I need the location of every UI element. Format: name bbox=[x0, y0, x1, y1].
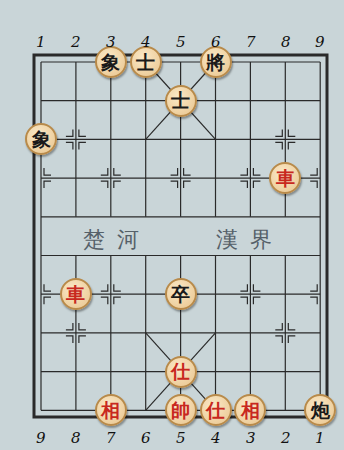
file-number: 3 bbox=[106, 33, 116, 51]
position-mark bbox=[44, 297, 51, 304]
position-mark bbox=[66, 142, 73, 149]
position-mark bbox=[114, 297, 121, 304]
file-number: 7 bbox=[106, 429, 116, 447]
file-number: 2 bbox=[281, 429, 291, 447]
position-mark bbox=[275, 142, 282, 149]
position-mark bbox=[171, 168, 178, 175]
position-mark bbox=[79, 323, 86, 330]
chess-piece: 相 bbox=[234, 394, 266, 426]
position-mark bbox=[275, 129, 282, 136]
river-text: 楚河 bbox=[83, 225, 151, 255]
file-number: 6 bbox=[211, 33, 221, 51]
piece-name: 士 bbox=[136, 53, 155, 72]
grid-line bbox=[110, 62, 111, 217]
position-mark bbox=[66, 336, 73, 343]
file-number: 4 bbox=[211, 429, 221, 447]
chess-piece: 象 bbox=[25, 123, 57, 155]
position-mark bbox=[253, 284, 260, 291]
piece-name: 相 bbox=[101, 401, 120, 420]
position-mark bbox=[288, 129, 295, 136]
file-number: 7 bbox=[246, 33, 256, 51]
position-mark bbox=[114, 284, 121, 291]
river-text: 漢界 bbox=[216, 225, 284, 255]
piece-name: 士 bbox=[171, 91, 190, 110]
position-mark bbox=[66, 129, 73, 136]
chess-piece: 車 bbox=[60, 278, 92, 310]
file-number: 1 bbox=[36, 33, 46, 51]
chess-piece: 仕 bbox=[165, 356, 197, 388]
position-mark bbox=[114, 181, 121, 188]
position-mark bbox=[171, 181, 178, 188]
position-mark bbox=[288, 336, 295, 343]
file-number: 1 bbox=[315, 429, 325, 447]
file-number: 9 bbox=[36, 429, 46, 447]
file-number: 8 bbox=[71, 429, 81, 447]
grid-line bbox=[40, 62, 41, 410]
piece-name: 象 bbox=[101, 53, 120, 72]
position-mark bbox=[310, 168, 317, 175]
chess-piece: 士 bbox=[165, 85, 197, 117]
piece-name: 仕 bbox=[206, 401, 225, 420]
position-mark bbox=[310, 284, 317, 291]
position-mark bbox=[79, 336, 86, 343]
position-mark bbox=[79, 142, 86, 149]
piece-name: 車 bbox=[276, 169, 295, 188]
file-number: 9 bbox=[315, 33, 325, 51]
grid-line bbox=[285, 256, 286, 411]
position-mark bbox=[240, 168, 247, 175]
file-number: 5 bbox=[176, 33, 186, 51]
grid-line bbox=[250, 256, 251, 411]
file-number: 6 bbox=[141, 429, 151, 447]
position-mark bbox=[253, 297, 260, 304]
piece-name: 仕 bbox=[171, 362, 190, 381]
chess-piece: 卒 bbox=[165, 278, 197, 310]
position-mark bbox=[114, 168, 121, 175]
position-mark bbox=[288, 142, 295, 149]
position-mark bbox=[253, 181, 260, 188]
grid-line bbox=[110, 256, 111, 411]
file-number: 5 bbox=[176, 429, 186, 447]
position-mark bbox=[101, 168, 108, 175]
position-mark bbox=[184, 181, 191, 188]
position-mark bbox=[240, 181, 247, 188]
grid-line bbox=[320, 62, 321, 410]
chess-piece: 相 bbox=[95, 394, 127, 426]
chess-piece: 仕 bbox=[200, 394, 232, 426]
position-mark bbox=[101, 284, 108, 291]
file-number: 2 bbox=[71, 33, 81, 51]
piece-name: 車 bbox=[66, 285, 85, 304]
position-mark bbox=[310, 181, 317, 188]
position-mark bbox=[240, 297, 247, 304]
position-mark bbox=[310, 297, 317, 304]
position-mark bbox=[240, 284, 247, 291]
file-number: 8 bbox=[281, 33, 291, 51]
grid-line bbox=[75, 62, 76, 217]
piece-name: 將 bbox=[206, 53, 225, 72]
chess-piece: 炮 bbox=[304, 394, 336, 426]
piece-name: 相 bbox=[241, 401, 260, 420]
position-mark bbox=[288, 323, 295, 330]
file-number: 3 bbox=[246, 429, 256, 447]
board-frame bbox=[34, 55, 327, 417]
piece-name: 象 bbox=[32, 130, 51, 149]
grid-line bbox=[250, 62, 251, 217]
chess-piece: 車 bbox=[269, 162, 301, 194]
position-mark bbox=[44, 284, 51, 291]
position-mark bbox=[101, 297, 108, 304]
position-mark bbox=[275, 323, 282, 330]
position-mark bbox=[184, 168, 191, 175]
position-mark bbox=[44, 168, 51, 175]
position-mark bbox=[101, 181, 108, 188]
position-mark bbox=[275, 336, 282, 343]
piece-name: 帥 bbox=[171, 401, 190, 420]
piece-name: 卒 bbox=[171, 285, 190, 304]
position-mark bbox=[253, 168, 260, 175]
position-mark bbox=[66, 323, 73, 330]
position-mark bbox=[79, 129, 86, 136]
position-mark bbox=[44, 181, 51, 188]
file-number: 4 bbox=[141, 33, 151, 51]
chess-piece: 帥 bbox=[165, 394, 197, 426]
piece-name: 炮 bbox=[311, 401, 330, 420]
